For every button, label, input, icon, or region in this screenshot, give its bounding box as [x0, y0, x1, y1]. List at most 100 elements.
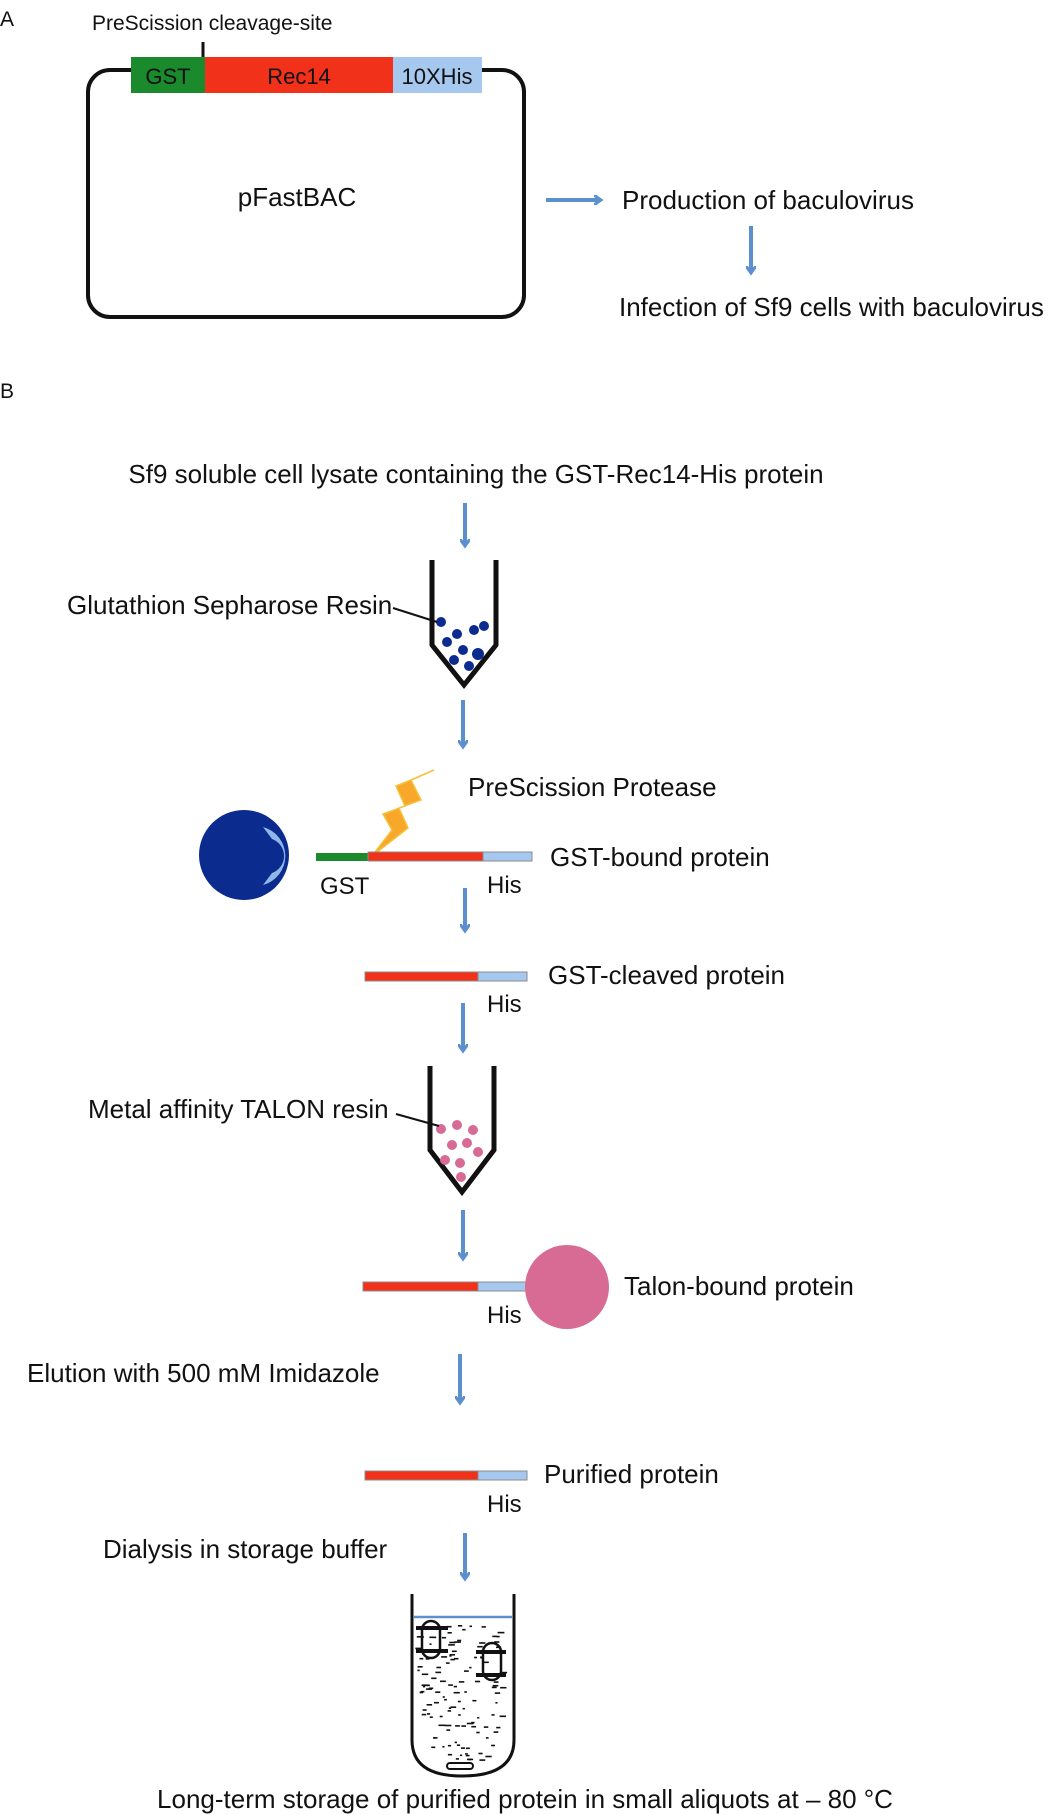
- rec14-segment: [205, 57, 393, 93]
- his-bar: [477, 1281, 531, 1292]
- talon-bead: [525, 1245, 609, 1329]
- his-tag-label: His: [487, 1302, 522, 1329]
- protease-label: PreScission Protease: [468, 772, 717, 802]
- buffer-particle: [482, 1661, 489, 1664]
- buffer-particle: [429, 1636, 434, 1639]
- buffer-particle: [447, 1753, 453, 1756]
- buffer-particle: [461, 1725, 466, 1727]
- buffer-particle: [496, 1726, 501, 1729]
- rec14-bar: [367, 851, 484, 862]
- buffer-particle: [495, 1702, 498, 1704]
- buffer-particle: [491, 1714, 495, 1716]
- buffer-particle: [415, 1647, 422, 1650]
- buffer-particle: [462, 1707, 465, 1710]
- buffer-particle: [453, 1691, 460, 1694]
- buffer-particle: [485, 1737, 489, 1739]
- buffer-particle: [456, 1744, 461, 1746]
- talon-resin-pointer: [395, 1113, 440, 1127]
- buffer-particle: [449, 1655, 452, 1657]
- his-segment: [393, 57, 482, 93]
- buffer-particle: [448, 1644, 455, 1646]
- his-tag-label: His: [487, 991, 522, 1018]
- dialysis-cassette-left: [416, 1619, 448, 1660]
- buffer-particle: [417, 1669, 420, 1672]
- lightning-bolt-icon: [371, 769, 435, 857]
- buffer-particle: [459, 1754, 463, 1757]
- step-infection-sf9: Infection of Sf9 cells with baculovirus: [619, 292, 1044, 322]
- buffer-particle: [471, 1725, 477, 1728]
- talon-resin-column: [427, 1066, 497, 1197]
- gst-resin-pointer: [392, 607, 438, 623]
- buffer-particle: [457, 1700, 461, 1703]
- buffer-particle: [448, 1684, 453, 1686]
- glutathione-bead: [199, 810, 289, 900]
- buffer-particle: [455, 1758, 459, 1760]
- buffer-particle: [496, 1635, 500, 1638]
- buffer-particle: [444, 1698, 447, 1701]
- dialysis-beaker: [410, 1594, 516, 1778]
- buffer-particle: [474, 1656, 477, 1659]
- buffer-particle: [438, 1724, 446, 1727]
- buffer-particle: [449, 1654, 455, 1656]
- his-tag-label: His: [487, 1491, 522, 1518]
- buffer-particle: [491, 1744, 495, 1747]
- talon-resin-beads: [436, 1120, 483, 1182]
- gst-resin-beads: [436, 617, 489, 671]
- panel-a-label: A: [0, 8, 14, 31]
- purified-label: Purified protein: [544, 1459, 719, 1489]
- buffer-particle: [442, 1696, 445, 1698]
- buffer-particle: [431, 1677, 437, 1680]
- buffer-particle: [431, 1746, 436, 1749]
- buffer-particle: [442, 1746, 445, 1748]
- buffer-particle: [454, 1641, 461, 1643]
- buffer-particle: [422, 1709, 427, 1711]
- buffer-particle: [471, 1721, 475, 1724]
- gst-segment-label: GST: [145, 64, 190, 89]
- his-tag-label: His: [487, 872, 522, 899]
- panel-b-label: B: [0, 380, 14, 403]
- buffer-particle: [479, 1642, 486, 1644]
- buffer-particle: [464, 1691, 467, 1693]
- gst-resin-label: Glutathion Sepharose Resin: [67, 590, 392, 620]
- gst-resin-column: [429, 560, 499, 690]
- buffer-particle: [458, 1714, 461, 1716]
- buffer-particle: [450, 1706, 457, 1708]
- buffer-particle: [447, 1710, 452, 1712]
- buffer-particle: [491, 1686, 497, 1689]
- buffer-particle: [436, 1666, 441, 1669]
- his-segment-label: 10XHis: [402, 64, 473, 89]
- buffer-particle: [474, 1680, 481, 1683]
- buffer-particle: [493, 1731, 499, 1733]
- gst-segment: [131, 57, 205, 93]
- buffer-particle: [468, 1758, 472, 1761]
- rec14-bar: [362, 1281, 479, 1292]
- gst-linker: [316, 853, 368, 861]
- cleavage-site-label: PreScission cleavage-site: [92, 12, 332, 35]
- buffer-particle: [477, 1717, 480, 1719]
- stir-bar: [446, 1762, 474, 1770]
- his-bar: [482, 851, 533, 862]
- gst-tag-label: GST: [320, 873, 370, 900]
- buffer-particle: [485, 1755, 492, 1758]
- rec14-bar: [364, 971, 479, 982]
- buffer-particle: [501, 1671, 508, 1674]
- buffer-particle: [433, 1737, 438, 1739]
- buffer-particle: [448, 1707, 452, 1709]
- rec14-segment-label: Rec14: [267, 64, 331, 89]
- buffer-particle: [478, 1752, 483, 1755]
- buffer-particle: [497, 1631, 505, 1634]
- rec14-bar: [364, 1470, 479, 1481]
- buffer-particle: [454, 1741, 457, 1744]
- buffer-particle: [494, 1641, 500, 1643]
- buffer-particle: [457, 1639, 462, 1642]
- his-bar: [477, 971, 528, 982]
- buffer-particle: [426, 1704, 433, 1706]
- buffer-particle: [466, 1722, 474, 1725]
- buffer-particle: [425, 1658, 430, 1660]
- buffer-particle: [454, 1657, 459, 1660]
- buffer-particle: [446, 1662, 450, 1664]
- buffer-particle: [469, 1666, 472, 1669]
- buffer-particle: [450, 1658, 455, 1661]
- buffer-particle: [416, 1636, 422, 1638]
